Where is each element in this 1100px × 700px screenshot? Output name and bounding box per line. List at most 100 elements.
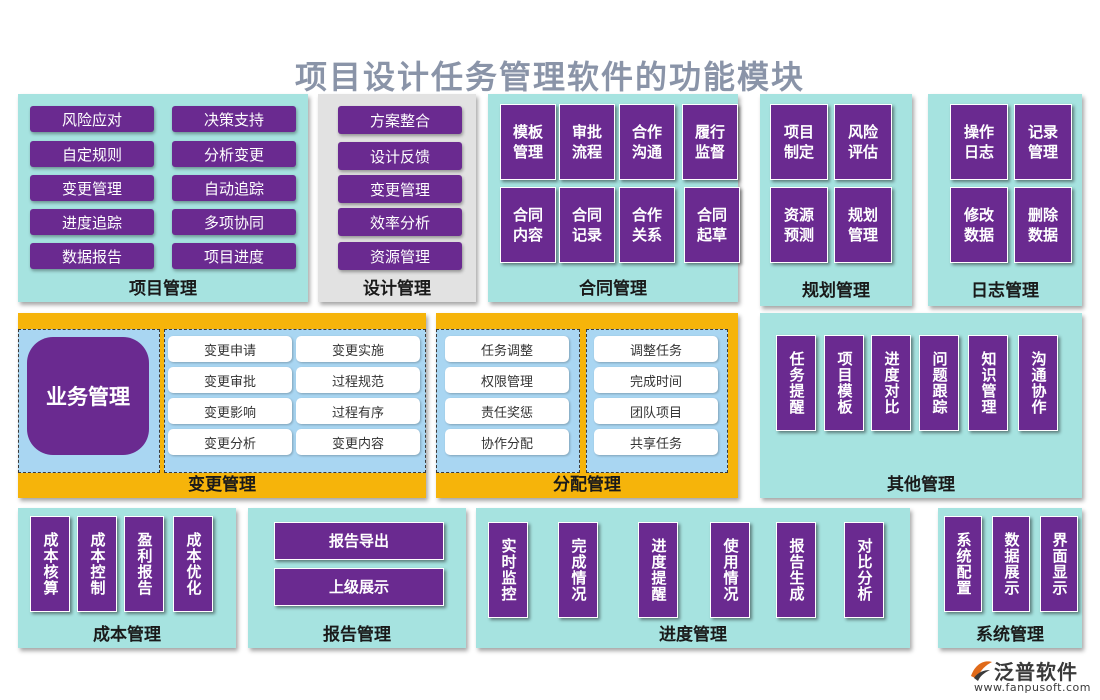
label-cost-management: 成本管理 xyxy=(93,625,161,645)
panel-other-management: 任务提醒 项目模板 进度对比 问题跟踪 知识管理 沟通协作 其他管理 xyxy=(760,313,1082,498)
item-project-1: 风险应对 xyxy=(30,106,154,132)
logo-url: www.fanpusoft.com xyxy=(974,681,1091,694)
item-project-2: 决策支持 xyxy=(172,106,296,132)
item-planning-4: 规划 管理 xyxy=(834,187,892,263)
item-log-4: 删除 数据 xyxy=(1014,187,1072,263)
item-distribution-left-1: 任务调整 xyxy=(445,336,569,362)
item-project-10: 项目进度 xyxy=(172,243,296,269)
item-planning-3: 资源 预测 xyxy=(770,187,828,263)
item-change-4: 过程规范 xyxy=(296,367,420,393)
item-change-1: 变更申请 xyxy=(168,336,292,362)
item-contract-3: 合作 沟通 xyxy=(619,104,675,180)
label-contract-management: 合同管理 xyxy=(579,279,647,299)
item-log-3: 修改 数据 xyxy=(950,187,1008,263)
item-contract-7: 合作 关系 xyxy=(619,187,675,263)
page-title: 项目设计任务管理软件的功能模块 xyxy=(294,58,805,96)
item-contract-4: 履行 监督 xyxy=(682,104,738,180)
item-progress-3: 进度提醒 xyxy=(638,522,678,618)
label-system-management: 系统管理 xyxy=(976,625,1044,645)
item-report-1: 报告导出 xyxy=(274,522,444,560)
item-system-1: 系统配置 xyxy=(944,516,982,612)
item-distribution-right-2: 完成时间 xyxy=(594,367,718,393)
label-design-management: 设计管理 xyxy=(363,279,431,299)
item-project-7: 进度追踪 xyxy=(30,209,154,235)
item-change-3: 变更审批 xyxy=(168,367,292,393)
panel-planning-management: 项目 制定 风险 评估 资源 预测 规划 管理 规划管理 xyxy=(760,94,912,306)
item-system-3: 界面显示 xyxy=(1040,516,1078,612)
item-cost-1: 成本核算 xyxy=(30,516,70,612)
item-other-5: 知识管理 xyxy=(968,335,1008,431)
panel-log-management: 操作 日志 记录 管理 修改 数据 删除 数据 日志管理 xyxy=(928,94,1082,306)
item-contract-8: 合同 起草 xyxy=(684,187,740,263)
item-contract-5: 合同 内容 xyxy=(500,187,556,263)
item-project-3: 自定规则 xyxy=(30,141,154,167)
logo-name: 泛普软件 xyxy=(994,660,1078,684)
item-other-3: 进度对比 xyxy=(871,335,911,431)
label-distribution-management: 分配管理 xyxy=(553,475,621,495)
label-project-management: 项目管理 xyxy=(129,279,197,299)
label-progress-management: 进度管理 xyxy=(659,625,727,645)
business-management-box: 业务管理 xyxy=(27,337,149,455)
panel-cost-management: 成本核算 成本控制 盈利报告 成本优化 成本管理 xyxy=(18,508,236,648)
item-design-1: 方案整合 xyxy=(338,106,462,134)
item-change-7: 变更分析 xyxy=(168,429,292,455)
item-cost-4: 成本优化 xyxy=(173,516,213,612)
item-design-4: 效率分析 xyxy=(338,208,462,236)
item-contract-1: 模板 管理 xyxy=(500,104,556,180)
panel-system-management: 系统配置 数据展示 界面显示 系统管理 xyxy=(938,508,1082,648)
item-project-9: 数据报告 xyxy=(30,243,154,269)
panel-report-management: 报告导出 上级展示 报告管理 xyxy=(248,508,466,648)
item-log-2: 记录 管理 xyxy=(1014,104,1072,180)
item-design-3: 变更管理 xyxy=(338,175,462,203)
item-progress-2: 完成情况 xyxy=(558,522,598,618)
item-progress-6: 对比分析 xyxy=(844,522,884,618)
item-distribution-left-4: 协作分配 xyxy=(445,429,569,455)
label-change-management: 变更管理 xyxy=(188,475,256,495)
item-other-4: 问题跟踪 xyxy=(919,335,959,431)
panel-change-management: 业务管理 变更申请 变更实施 变更审批 过程规范 变更影响 过程有序 变更分析 … xyxy=(18,313,426,498)
item-progress-4: 使用情况 xyxy=(710,522,750,618)
item-contract-2: 审批 流程 xyxy=(559,104,615,180)
item-contract-6: 合同 记录 xyxy=(559,187,615,263)
panel-progress-management: 实时监控 完成情况 进度提醒 使用情况 报告生成 对比分析 进度管理 xyxy=(476,508,910,648)
item-distribution-right-4: 共享任务 xyxy=(594,429,718,455)
item-project-6: 自动追踪 xyxy=(172,175,296,201)
logo-mark-icon xyxy=(971,661,992,681)
item-change-2: 变更实施 xyxy=(296,336,420,362)
label-planning-management: 规划管理 xyxy=(802,281,870,301)
item-other-2: 项目模板 xyxy=(824,335,864,431)
panel-contract-management: 模板 管理 审批 流程 合作 沟通 履行 监督 合同 内容 合同 记录 合作 关… xyxy=(488,94,740,302)
item-design-5: 资源管理 xyxy=(338,242,462,270)
item-planning-2: 风险 评估 xyxy=(834,104,892,180)
item-log-1: 操作 日志 xyxy=(950,104,1008,180)
item-distribution-right-3: 团队项目 xyxy=(594,398,718,424)
label-other-management: 其他管理 xyxy=(887,475,955,495)
item-distribution-left-3: 责任奖惩 xyxy=(445,398,569,424)
panel-project-management: 风险应对 决策支持 自定规则 分析变更 变更管理 自动追踪 进度追踪 多项协同 … xyxy=(18,94,308,302)
item-distribution-left-2: 权限管理 xyxy=(445,367,569,393)
item-other-6: 沟通协作 xyxy=(1018,335,1058,431)
item-change-5: 变更影响 xyxy=(168,398,292,424)
item-change-8: 变更内容 xyxy=(296,429,420,455)
business-wrapper: 业务管理 xyxy=(18,329,160,473)
distribution-right-wrapper: 调整任务 完成时间 团队项目 共享任务 xyxy=(586,329,728,473)
item-change-6: 过程有序 xyxy=(296,398,420,424)
item-progress-5: 报告生成 xyxy=(776,522,816,618)
item-project-4: 分析变更 xyxy=(172,141,296,167)
item-project-5: 变更管理 xyxy=(30,175,154,201)
item-project-8: 多项协同 xyxy=(172,209,296,235)
item-planning-1: 项目 制定 xyxy=(770,104,828,180)
panel-design-management: 方案整合 设计反馈 变更管理 效率分析 资源管理 设计管理 xyxy=(318,94,476,302)
item-other-1: 任务提醒 xyxy=(776,335,816,431)
change-items-wrapper: 变更申请 变更实施 变更审批 过程规范 变更影响 过程有序 变更分析 变更内容 xyxy=(164,329,426,473)
item-design-2: 设计反馈 xyxy=(338,142,462,170)
panel-distribution-management: 任务调整 权限管理 责任奖惩 协作分配 调整任务 完成时间 团队项目 共享任务 … xyxy=(436,313,738,498)
item-distribution-right-1: 调整任务 xyxy=(594,336,718,362)
label-report-management: 报告管理 xyxy=(323,625,391,645)
item-cost-3: 盈利报告 xyxy=(124,516,164,612)
brand-logo: 泛普软件 www.fanpusoft.com xyxy=(968,656,1096,696)
label-log-management: 日志管理 xyxy=(971,281,1039,301)
item-cost-2: 成本控制 xyxy=(77,516,117,612)
distribution-left-wrapper: 任务调整 权限管理 责任奖惩 协作分配 xyxy=(436,329,580,473)
item-progress-1: 实时监控 xyxy=(488,522,528,618)
